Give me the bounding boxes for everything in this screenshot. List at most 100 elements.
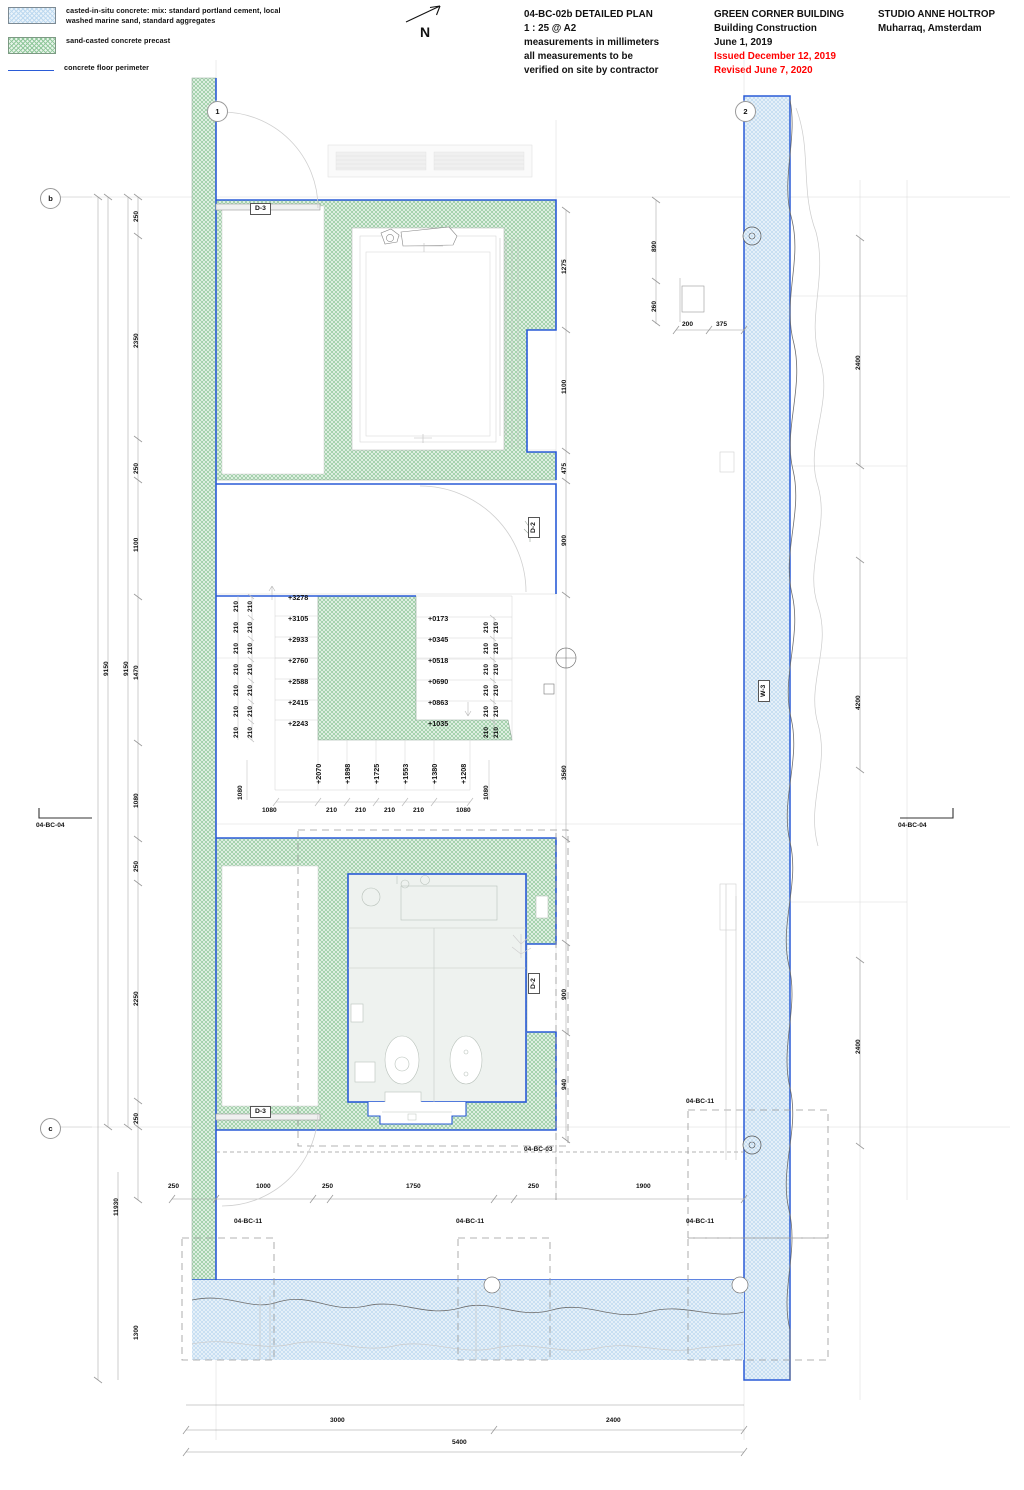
dim-stair-bottom-210-1: 210 <box>326 807 338 814</box>
door-swing-d2-mid <box>419 485 527 593</box>
door-tag-d3-top[interactable]: D-3 <box>250 203 271 215</box>
dim-riser-r2-2: 210 <box>493 642 500 654</box>
legend-item-label: concrete floor perimeter <box>64 62 150 72</box>
elev-left-4: +2760 <box>288 656 309 665</box>
dim-riser-l-7: 210 <box>233 726 240 738</box>
kitchen-vertical-rails <box>499 238 519 448</box>
dim-right-4200: 4200 <box>855 695 862 710</box>
window-tag-w3[interactable]: W-3 <box>758 679 770 702</box>
bathroom-vanity <box>361 875 498 921</box>
rubble-south-edge <box>191 1297 745 1316</box>
section-mark-04-bc-11-bottom-right[interactable]: 04-BC-11 <box>686 1218 715 1225</box>
dim-left-2250: 2250 <box>133 991 140 1006</box>
pivot-symbols <box>483 226 762 1294</box>
door-tag-d2-mid[interactable]: D-2 <box>528 517 540 538</box>
section-mark-right-04-bc-04[interactable]: 04-BC-04 <box>898 806 956 829</box>
dim-bottom-1750: 1750 <box>406 1183 421 1190</box>
room-northwest <box>221 205 325 475</box>
legend-item-label: casted-in-situ concrete: mix: standard p… <box>66 6 281 26</box>
dim-riser-l2-2: 210 <box>247 621 254 633</box>
section-mark-04-bc-11-bottom-mid[interactable]: 04-BC-11 <box>456 1218 485 1225</box>
dim-riser-l2-3: 210 <box>247 642 254 654</box>
dim-stair-bottom-1080-left: 1080 <box>262 807 277 814</box>
wall-precast-west <box>191 77 217 1281</box>
dim-bottom-1900: 1900 <box>636 1183 651 1190</box>
units-note: measurements in millimeters <box>524 36 660 48</box>
dim-left-250-c: 250 <box>133 860 140 872</box>
drawing-number-title: 04-BC-02b DETAILED PLAN <box>524 9 653 20</box>
dim-bottom-1000: 1000 <box>256 1183 271 1190</box>
dim-left-1470: 1470 <box>133 665 140 680</box>
elev-bottom-6: +1208 <box>459 763 468 784</box>
office-locations: Muharraq, Amsterdam <box>878 22 982 34</box>
section-mark-label: 04-BC-04 <box>898 822 927 829</box>
legend-item-label: sand-casted concrete precast <box>66 35 171 45</box>
dim-left-total-9150-a: 9150 <box>103 661 110 676</box>
north-arrow-icon <box>405 5 441 23</box>
dim-left-total-9150-b: 9150 <box>123 661 130 676</box>
grid-bubble-c[interactable]: c <box>40 1118 61 1139</box>
dimension-line-right-outer <box>651 196 865 1150</box>
elev-left-2: +3105 <box>288 614 309 623</box>
title-block-drawing-info: 04-BC-02b DETAILED PLAN 1 : 25 @ A2 meas… <box>524 8 714 78</box>
misc-elements <box>681 285 737 931</box>
dim-stair-side-left-1080: 1080 <box>237 785 244 800</box>
verify-note-line2: verified on site by contractor <box>524 64 659 76</box>
dim-left-1100: 1100 <box>133 537 140 552</box>
section-mark-left-04-bc-04[interactable]: 04-BC-04 <box>36 806 94 829</box>
title-block-office-info: STUDIO ANNE HOLTROP Muharraq, Amsterdam <box>878 8 1024 78</box>
dim-riser-l-3: 210 <box>233 642 240 654</box>
grid-bubble-b[interactable]: b <box>40 188 61 209</box>
elev-bottom-1: +2070 <box>314 763 323 784</box>
door-d3-top <box>215 111 321 211</box>
elev-right-5: +0863 <box>428 698 449 707</box>
dim-right-2400-lower: 2400 <box>855 1039 862 1054</box>
dim-stair-bottom-210-2: 210 <box>355 807 367 814</box>
dim-right-900-a: 900 <box>561 534 568 546</box>
elev-left-5: +2588 <box>288 677 309 686</box>
dim-riser-r-2: 210 <box>483 642 490 654</box>
dim-riser-l2-7: 210 <box>247 726 254 738</box>
dim-left-250-d: 250 <box>133 1112 140 1124</box>
dim-stair-bottom-210-4: 210 <box>413 807 425 814</box>
dimension-line-stair <box>237 593 497 807</box>
section-mark-04-bc-11-bottom-left[interactable]: 04-BC-11 <box>234 1218 263 1225</box>
grid-bubble-1[interactable]: 1 <box>207 101 228 122</box>
dim-right-890: 890 <box>651 240 658 252</box>
dim-riser-r-5: 210 <box>483 705 490 717</box>
wall-insitu-south <box>192 1280 744 1360</box>
dim-riser-r2-5: 210 <box>493 705 500 717</box>
kitchen-appliance-icon <box>380 226 458 247</box>
elev-left-6: +2415 <box>288 698 309 707</box>
dim-left-bottom-band-1300: 1300 <box>133 1325 140 1340</box>
bathroom-threshold <box>367 1102 467 1125</box>
dim-right-375: 375 <box>716 321 728 328</box>
dim-left-overall-11930: 11930 <box>113 1198 120 1216</box>
legend-item-floor-perimeter: concrete floor perimeter <box>8 63 308 73</box>
bathroom-tile-lines <box>348 927 526 1102</box>
section-mark-label: 04-BC-04 <box>36 822 65 829</box>
elev-right-4: +0690 <box>428 677 449 686</box>
dimension-line-bottom-chain <box>168 1194 748 1204</box>
dim-bottom-3000: 3000 <box>330 1417 345 1424</box>
dim-riser-r-1: 210 <box>483 621 490 633</box>
grid-bubble-2[interactable]: 2 <box>735 101 756 122</box>
dim-stair-bottom-210-3: 210 <box>384 807 396 814</box>
issued-date: Issued December 12, 2019 <box>714 50 836 62</box>
office-name: STUDIO ANNE HOLTROP <box>878 9 996 20</box>
dimension-line-left-totals <box>93 193 133 1384</box>
wall-insitu-east <box>743 95 791 1381</box>
section-mark-04-bc-11-right[interactable]: 04-BC-11 <box>686 1098 715 1105</box>
dim-left-2350: 2350 <box>133 333 140 348</box>
title-block: 04-BC-02b DETAILED PLAN 1 : 25 @ A2 meas… <box>524 8 1024 78</box>
door-tag-d3-bottom[interactable]: D-3 <box>250 1106 271 1118</box>
dim-riser-l2-4: 210 <box>247 663 254 675</box>
dimension-line-right-inner <box>561 206 571 1144</box>
door-tag-d2-bath[interactable]: D-2 <box>528 973 540 994</box>
kitchen-counter <box>365 251 491 437</box>
dimension-line-left-inner <box>133 193 143 1204</box>
section-mark-04-bc-03[interactable]: 04-BC-03 <box>524 1146 553 1153</box>
dim-left-1080: 1080 <box>133 793 140 808</box>
hatch-swatch-precast-concrete <box>8 36 56 54</box>
